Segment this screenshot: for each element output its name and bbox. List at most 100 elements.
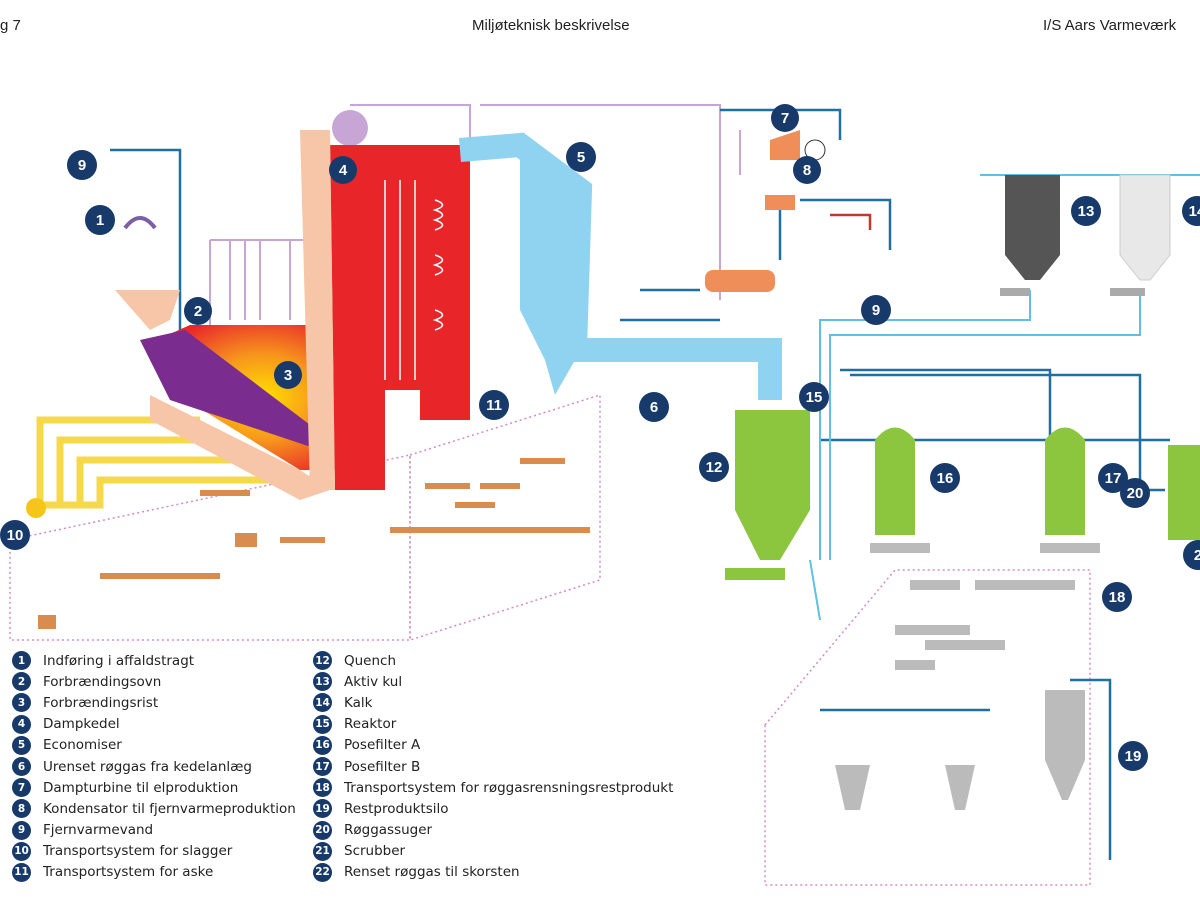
marker-number: 12: [706, 459, 723, 476]
marker-5: 5: [566, 142, 596, 172]
legend-item: 11 Transportsystem for aske: [12, 862, 296, 883]
legend-item: 21 Scrubber: [313, 841, 673, 862]
marker-number: 9: [78, 157, 86, 174]
lime-silo: [1119, 174, 1171, 281]
legend-label: Posefilter A: [344, 737, 421, 754]
header-company: I/S Aars Varmeværk: [1043, 17, 1177, 34]
boiler-wall: [300, 130, 335, 490]
legend-label: Urenset røggas fra kedelanlæg: [43, 758, 253, 775]
marker-number: 9: [872, 302, 880, 319]
legend-number-badge: 7: [12, 778, 31, 798]
marker-15: 15: [799, 382, 829, 412]
steam-drum: [332, 110, 368, 146]
marker-number: 8: [803, 162, 811, 179]
quench-reactor: [735, 410, 810, 560]
legend-label: Fjernvarmevand: [43, 822, 154, 839]
bag-filter-b: [1045, 427, 1085, 535]
slag-ash-conveyors: [38, 458, 590, 629]
marker-13: 13: [1071, 196, 1101, 226]
legend-number-badge: 13: [313, 672, 332, 692]
legend-item: 17 Posefilter B: [313, 756, 673, 777]
marker-9a: 9: [67, 150, 97, 180]
marker-number: 4: [339, 162, 348, 179]
legend-label: Restproduktsilo: [344, 800, 449, 817]
marker-18: 18: [1102, 582, 1132, 612]
legend-number-badge: 21: [313, 841, 332, 861]
marker-19: 19: [1118, 741, 1148, 771]
marker-number: 19: [1125, 748, 1142, 765]
marker-number: 18: [1109, 589, 1126, 606]
grate: [140, 330, 330, 450]
legend-label: Scrubber: [344, 843, 406, 860]
legend-item: 13 Aktiv kul: [313, 671, 673, 692]
crane-grab-icon: [123, 216, 157, 230]
slag-transport-outline: [9, 393, 1091, 886]
header-title: Miljøteknisk beskrivelse: [472, 17, 630, 34]
boiler-tubes: [384, 180, 444, 380]
legend-label: Kalk: [344, 694, 373, 711]
legend-number-badge: 2: [12, 672, 31, 692]
legend-number-badge: 17: [313, 757, 332, 777]
marker-16: 16: [930, 463, 960, 493]
header-page-number: g 7: [0, 17, 21, 34]
condenser: [765, 195, 795, 210]
activated-carbon-silo: [1005, 175, 1060, 280]
marker-6: 6: [639, 392, 669, 422]
feedwater-tank: [705, 270, 775, 292]
legend-label: Aktiv kul: [344, 673, 403, 690]
legend-number-badge: 11: [12, 862, 31, 882]
marker-number: 6: [650, 399, 658, 416]
marker-14: 14: [1182, 196, 1200, 226]
legend-number-badge: 9: [12, 820, 31, 840]
marker-1: 1: [85, 205, 115, 235]
marker-number: 13: [1078, 203, 1095, 220]
marker-21-partial: 2: [1183, 540, 1200, 570]
diagram-markers: 1 2 3 4 5 6 7 8 9 9 10 11 12 13 14 15 16…: [0, 104, 1200, 771]
marker-number: 16: [937, 470, 954, 487]
marker-number: 2: [194, 303, 202, 320]
legend-label: Posefilter B: [344, 758, 421, 775]
legend-label: Dampturbine til elproduktion: [43, 779, 239, 796]
waste-hopper: [115, 290, 180, 330]
marker-number: 1: [96, 212, 104, 229]
legend-label: Transportsystem for røggasrensningsrestp…: [344, 779, 674, 796]
legend-item: 18 Transportsystem for røggasrensningsres…: [313, 777, 673, 798]
legend-label: Røggassuger: [344, 822, 433, 839]
marker-number: 11: [486, 397, 502, 414]
ash-hoppers: [150, 395, 330, 500]
legend-label: Transportsystem for slagger: [43, 843, 233, 860]
legend-number-badge: 18: [313, 778, 332, 798]
legend-number-badge: 6: [12, 757, 31, 777]
marker-8: 8: [793, 156, 821, 184]
return-pipe: [830, 213, 872, 230]
air-pipes: [36, 416, 280, 509]
legend-label: Transportsystem for aske: [43, 864, 214, 881]
legend-item: 14 Kalk: [313, 692, 673, 713]
legend-number-badge: 3: [12, 693, 31, 713]
legend-number-badge: 22: [313, 862, 332, 882]
residue-transport: [835, 543, 1100, 810]
legend-item: 7 Dampturbine til elproduktion: [12, 777, 296, 798]
legend-label: Reaktor: [344, 716, 397, 733]
marker-12: 12: [699, 452, 729, 482]
marker-number: 15: [806, 389, 823, 406]
marker-20: 20: [1120, 478, 1150, 508]
marker-7: 7: [771, 104, 799, 132]
scrubber: [1168, 445, 1200, 540]
legend-label: Forbrændingsovn: [43, 673, 162, 690]
marker-4: 4: [329, 156, 357, 184]
legend-number-badge: 14: [313, 693, 332, 713]
